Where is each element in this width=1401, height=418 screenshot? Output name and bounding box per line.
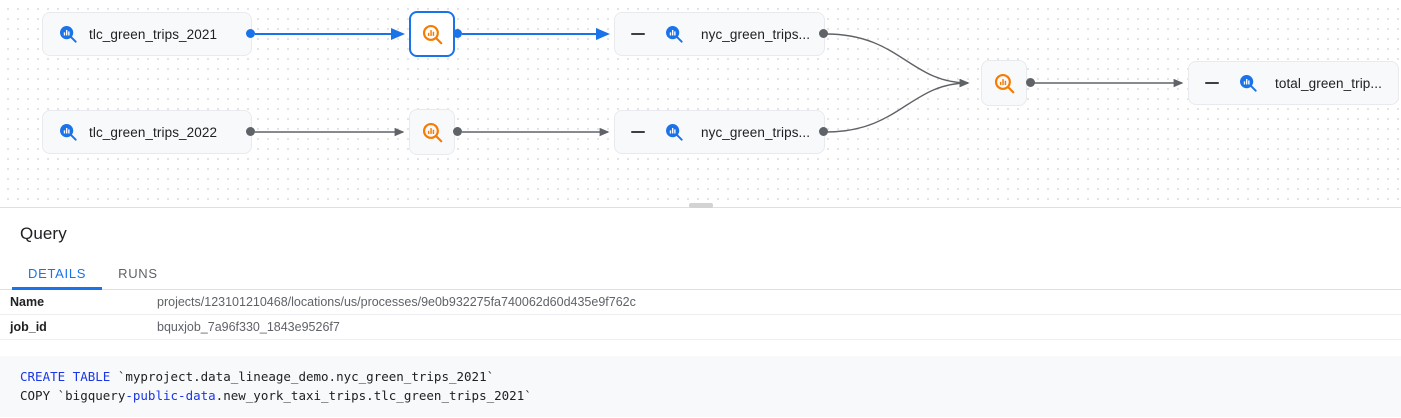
table-search-icon <box>663 121 685 143</box>
panel-tab-bar: DETAILS RUNS <box>0 258 1401 290</box>
code-line: CREATE TABLE `myproject.data_lineage_dem… <box>20 367 1401 386</box>
row-key: job_id <box>10 320 47 334</box>
graph-node-process-selected[interactable] <box>409 11 455 57</box>
graph-node-label: nyc_green_trips... <box>701 26 810 42</box>
table-search-icon <box>663 23 685 45</box>
collapse-minus-icon[interactable] <box>629 123 647 141</box>
graph-node-tlc-green-trips-2021[interactable]: tlc_green_trips_2021 <box>42 12 252 56</box>
node-output-port[interactable] <box>1026 78 1035 87</box>
sql-text: .new_york_taxi_trips.tlc_green_trips_202… <box>215 388 532 403</box>
process-search-icon <box>420 120 445 145</box>
row-key: Name <box>10 295 45 309</box>
collapse-minus-icon[interactable] <box>1203 74 1221 92</box>
panel-resize-handle[interactable] <box>688 203 713 208</box>
table-search-icon <box>57 121 79 143</box>
graph-node-label: tlc_green_trips_2022 <box>89 124 218 140</box>
graph-node-total-green-trips[interactable]: total_green_trip... <box>1188 61 1399 105</box>
graph-node-tlc-green-trips-2022[interactable]: tlc_green_trips_2022 <box>42 110 252 154</box>
node-output-port[interactable] <box>819 29 828 38</box>
graph-node-nyc-green-trips-top[interactable]: nyc_green_trips... <box>614 12 825 56</box>
graph-node-process-merge[interactable] <box>981 60 1027 106</box>
graph-node-label: nyc_green_trips... <box>701 124 810 140</box>
details-panel: Query DETAILS RUNS Name projects/1231012… <box>0 203 1401 418</box>
table-search-icon <box>1237 72 1259 94</box>
sql-code-block: CREATE TABLE `myproject.data_lineage_dem… <box>0 356 1401 417</box>
details-table: Name projects/123101210468/locations/us/… <box>0 290 1401 340</box>
graph-node-process[interactable] <box>409 109 455 155</box>
row-value: projects/123101210468/locations/us/proce… <box>157 295 636 309</box>
sql-text: `myproject.data_lineage_demo.nyc_green_t… <box>110 369 495 384</box>
table-row: job_id bquxjob_7a96f330_1843e9526f7 <box>0 315 1401 340</box>
code-line: COPY `bigquery-public-data.new_york_taxi… <box>20 386 1401 405</box>
tab-details[interactable]: DETAILS <box>12 266 103 290</box>
node-output-port[interactable] <box>453 29 462 38</box>
node-output-port[interactable] <box>246 29 255 38</box>
edge-layer <box>255 28 1184 137</box>
sql-text: COPY `bigquery <box>20 388 126 403</box>
graph-node-label: tlc_green_trips_2021 <box>89 26 218 42</box>
tab-runs[interactable]: RUNS <box>118 266 158 281</box>
process-search-icon <box>992 71 1017 96</box>
graph-node-label: total_green_trip... <box>1275 75 1382 91</box>
node-output-port[interactable] <box>453 127 462 136</box>
lineage-graph-canvas[interactable]: tlc_green_trips_2021 tlc_green_trips_202… <box>0 0 1401 207</box>
node-output-port[interactable] <box>246 127 255 136</box>
row-value: bquxjob_7a96f330_1843e9526f7 <box>157 320 340 334</box>
panel-title: Query <box>20 224 67 243</box>
sql-keyword: -public-data <box>125 388 216 403</box>
graph-node-nyc-green-trips-bottom[interactable]: nyc_green_trips... <box>614 110 825 154</box>
collapse-minus-icon[interactable] <box>629 25 647 43</box>
process-search-icon <box>420 22 445 47</box>
table-search-icon <box>57 23 79 45</box>
node-output-port[interactable] <box>819 127 828 136</box>
sql-keyword: CREATE TABLE <box>20 369 111 384</box>
table-row: Name projects/123101210468/locations/us/… <box>0 290 1401 315</box>
